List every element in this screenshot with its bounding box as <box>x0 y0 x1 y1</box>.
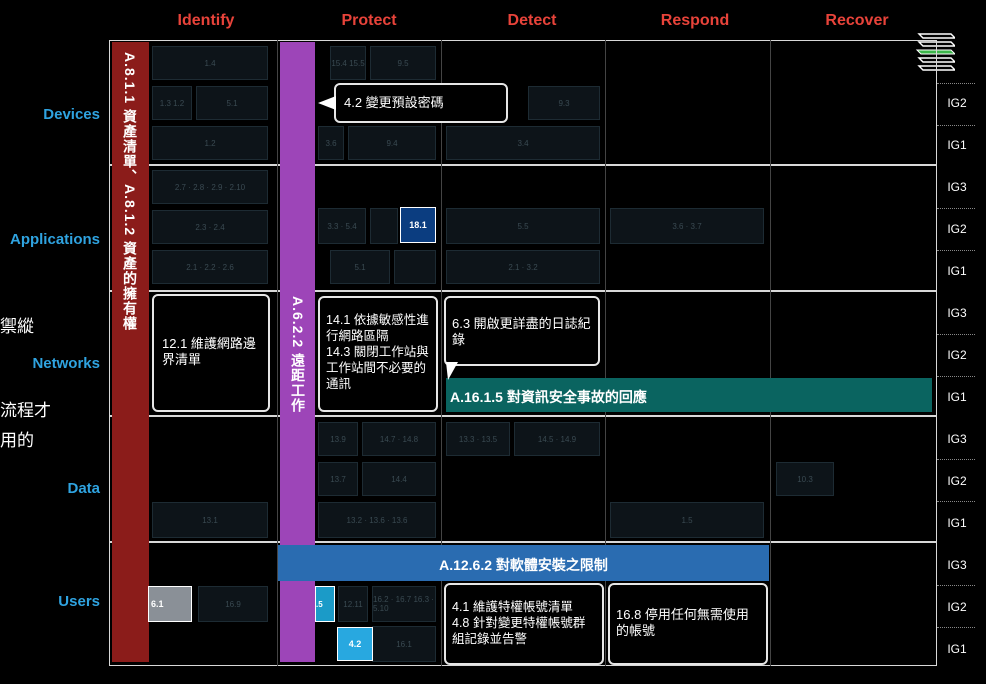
asset-inventory-bar: A.8.1.1 資產清單、A.8.1.2 資產的擁有權 <box>112 42 149 662</box>
function-identify: Identify <box>177 12 235 29</box>
control-cell: 10.3 <box>776 462 834 496</box>
function-recover: Recover <box>825 12 889 29</box>
row-divider <box>109 415 937 417</box>
side-text-2: 流程才 <box>0 401 51 420</box>
ig-separator <box>937 125 975 126</box>
control-cell: 13.1 <box>152 502 268 538</box>
control-badge-partial: .5 <box>315 586 335 622</box>
callout-network-segmentation: 14.1 依據敏感性進行網路區隔 14.3 關閉工作站與工作站間不必要的通訊 <box>318 296 438 412</box>
control-cell: 3.6 · 3.7 <box>610 208 764 244</box>
function-respond: Respond <box>660 12 730 29</box>
ig2-label: IG2 <box>947 348 967 362</box>
ig3-label: IG3 <box>947 432 967 446</box>
callout-change-default-password: 4.2 變更預設密碼 <box>334 83 508 123</box>
row-divider <box>109 541 937 543</box>
ig2-label: IG2 <box>947 474 967 488</box>
callout-disable-accounts: 16.8 停用任何無需使用的帳號 <box>608 583 768 665</box>
control-cell: 3.4 <box>446 126 600 160</box>
control-cell: 14.4 <box>362 462 436 496</box>
control-cell: 16.9 <box>198 586 268 622</box>
incident-response-bar: A.16.1.5 對資訊安全事故的回應 <box>446 378 932 412</box>
ig-separator <box>937 250 975 251</box>
ig-separator <box>937 627 975 628</box>
ig1-label: IG1 <box>947 642 967 656</box>
ig2-label: IG2 <box>947 600 967 614</box>
col-divider <box>277 40 278 666</box>
ig-separator <box>937 501 975 502</box>
row-users: Users <box>58 593 100 610</box>
callout-detailed-logging: 6.3 開啟更詳盡的日誌紀錄 <box>444 296 600 366</box>
control-cell: 16.1 <box>372 626 436 662</box>
ig-separator <box>937 376 975 377</box>
ig-separator <box>937 585 975 586</box>
software-restriction-label: A.12.6.2 對軟體安裝之限制 <box>439 557 608 573</box>
ig-separator <box>937 83 975 84</box>
row-data: Data <box>67 480 100 497</box>
control-cell: 1.4 <box>152 46 268 80</box>
callout-pointer <box>446 362 458 380</box>
asset-inventory-label: A.8.1.1 資產清單、A.8.1.2 資產的擁有權 <box>122 52 138 332</box>
callout-privileged-accounts: 4.1 維護特權帳號清單 4.8 針對變更特權帳號群組記錄並告警 <box>444 583 604 665</box>
ig2-label: IG2 <box>947 222 967 236</box>
control-cell: 1.5 <box>610 502 764 538</box>
row-networks: Networks <box>32 355 100 372</box>
ig1-label: IG1 <box>947 138 967 152</box>
row-divider <box>109 290 937 292</box>
control-cell: 13.9 <box>318 422 358 456</box>
ig1-label: IG1 <box>947 264 967 278</box>
control-cell: 14.7 · 14.8 <box>362 422 436 456</box>
control-cell: 13.2 · 13.6 · 13.6 <box>318 502 436 538</box>
side-text-3: 用的 <box>0 431 34 450</box>
control-cell: 16.2 · 16.7 16.3 · 5.10 <box>372 586 436 622</box>
control-cell: 5.1 <box>330 250 390 284</box>
ig-separator <box>937 208 975 209</box>
control-cell <box>394 250 436 284</box>
control-cell: 2.7 · 2.8 · 2.9 · 2.10 <box>152 170 268 204</box>
col-divider <box>441 40 442 666</box>
control-cell <box>370 208 398 244</box>
control-cell: 1.3 1.2 <box>152 86 192 120</box>
incident-response-label: A.16.1.5 對資訊安全事故的回應 <box>450 389 647 405</box>
matrix-frame <box>109 40 937 666</box>
ig1-label: IG1 <box>947 390 967 404</box>
row-applications: Applications <box>9 231 100 248</box>
row-divider <box>109 164 937 166</box>
ig-separator <box>937 334 975 335</box>
control-cell: 9.3 <box>528 86 600 120</box>
ig3-label: IG3 <box>947 558 967 572</box>
ig3-label: IG3 <box>947 306 967 320</box>
software-restriction-bar: A.12.6.2 對軟體安裝之限制 <box>278 545 769 581</box>
control-cell: 2.1 · 2.2 · 2.6 <box>152 250 268 284</box>
control-cell: 5.1 <box>196 86 268 120</box>
control-cell: 15.4 15.5 <box>330 46 366 80</box>
callout-pointer <box>318 96 336 110</box>
control-cell: 12.11 <box>338 586 368 622</box>
control-cell: 14.5 · 14.9 <box>514 422 600 456</box>
side-text-1: 禦縱 <box>0 317 34 336</box>
control-cell: 2.3 · 2.4 <box>152 210 268 244</box>
control-cell: 13.3 · 13.5 <box>446 422 510 456</box>
ig2-label: IG2 <box>947 96 967 110</box>
control-cell: 2.1 · 3.2 <box>446 250 600 284</box>
control-cell: 9.4 <box>348 126 436 160</box>
col-divider <box>770 40 771 666</box>
control-cell: 1.2 <box>152 126 268 160</box>
control-badge-6-1: 6.1 <box>148 586 192 622</box>
control-cell: 3.3 · 5.4 <box>318 208 366 244</box>
control-badge-18-1: 18.1 <box>400 207 436 243</box>
function-protect: Protect <box>341 12 397 29</box>
control-cell: 13.7 <box>318 462 358 496</box>
control-badge-4-2: 4.2 <box>337 627 373 661</box>
callout-boundary-inventory: 12.1 維護網路邊界清單 <box>152 294 270 412</box>
control-cell: 3.6 <box>318 126 344 160</box>
col-divider <box>605 40 606 666</box>
control-cell: 5.5 <box>446 208 600 244</box>
row-devices: Devices <box>43 106 100 123</box>
ig-separator <box>937 459 975 460</box>
control-cell: 9.5 <box>370 46 436 80</box>
ig1-label: IG1 <box>947 516 967 530</box>
ig3-label: IG3 <box>947 180 967 194</box>
function-detect: Detect <box>507 12 557 29</box>
remote-work-label: A.6.2.2 遠距工作 <box>290 296 306 414</box>
